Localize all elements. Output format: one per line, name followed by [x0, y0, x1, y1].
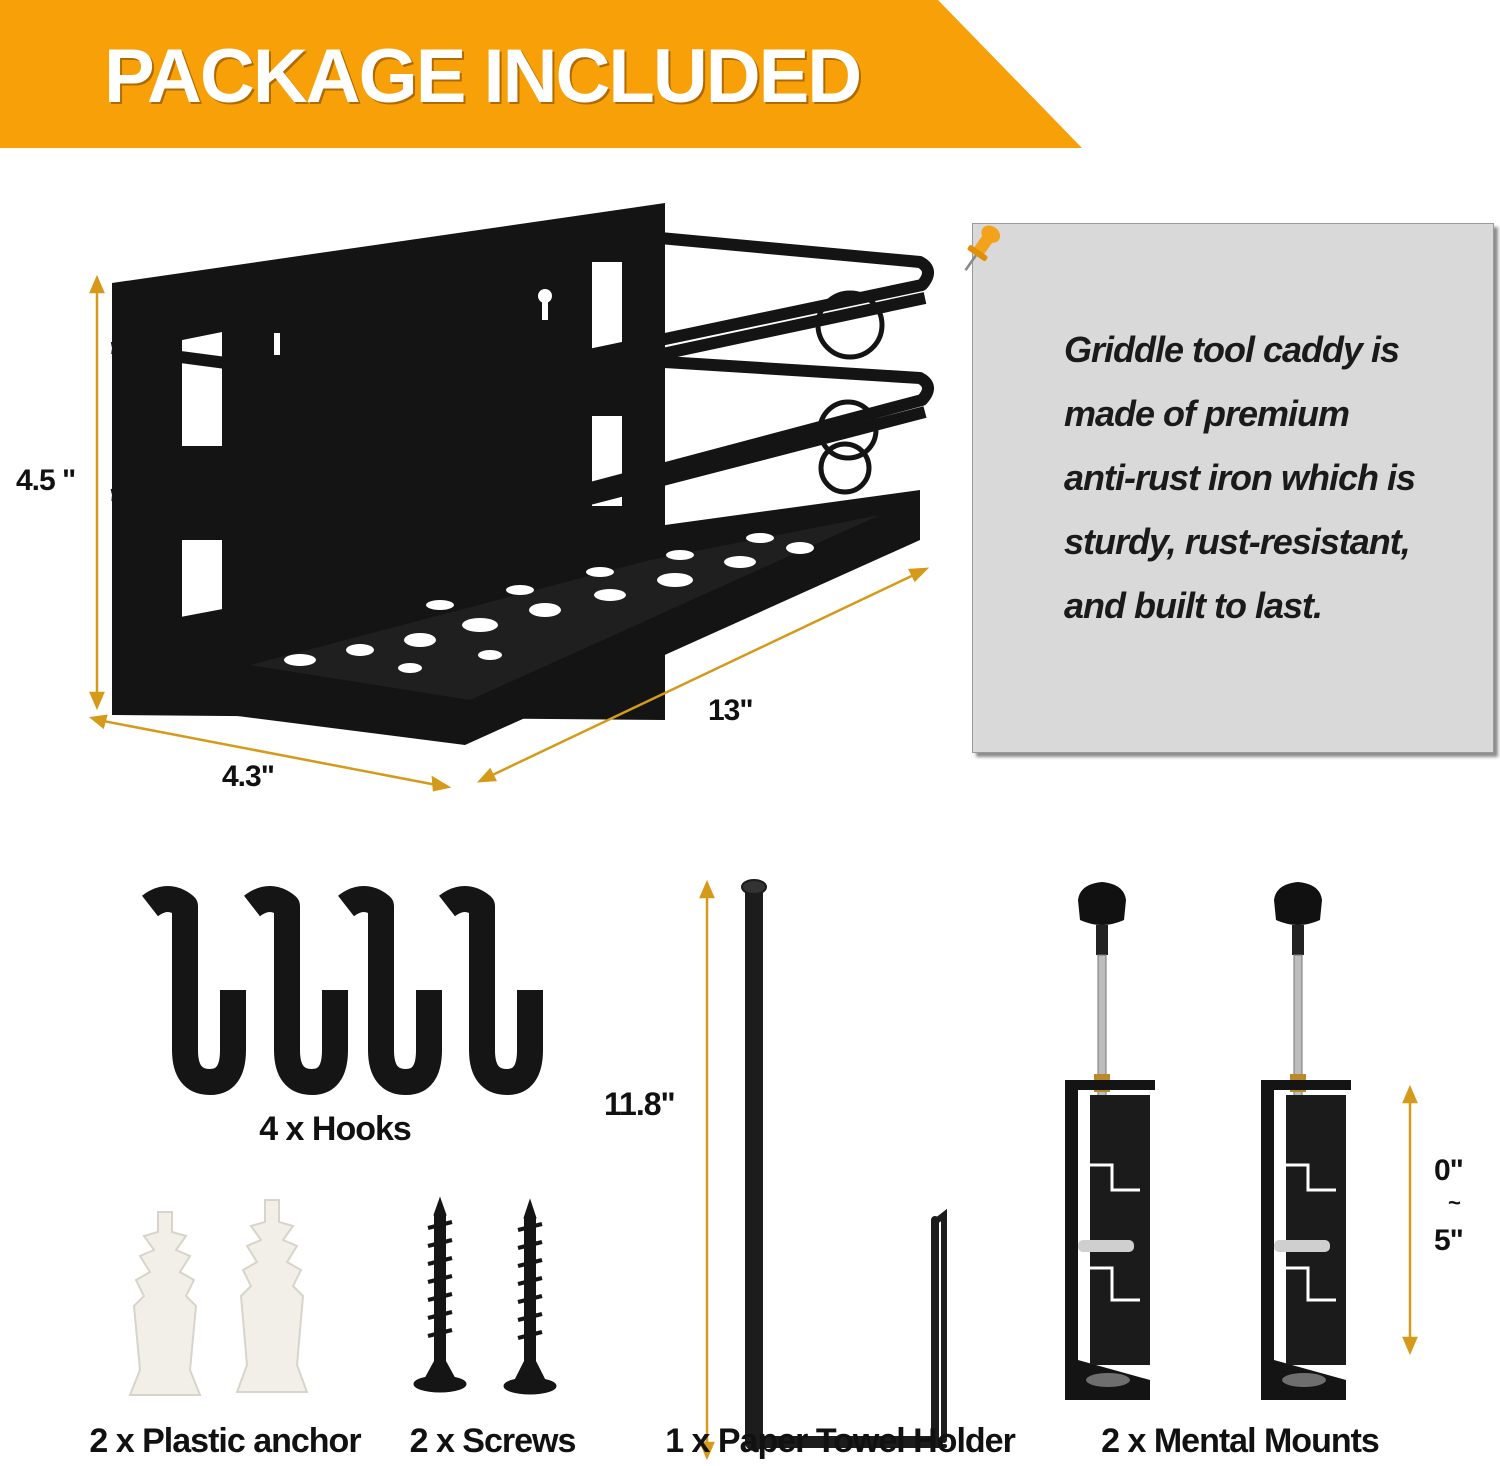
- metal-mounts-image: [1065, 882, 1351, 1400]
- towel-height-label: 11.8": [604, 1086, 676, 1122]
- note-line-4: sturdy, rust-resistant,: [1064, 521, 1411, 562]
- dimension-arrows: [89, 274, 1418, 1461]
- paper-towel-holder-image: [741, 879, 947, 1451]
- towel-holder-caption: 1 x Paper Towel Holder: [665, 1422, 1016, 1460]
- note-line-1: Griddle tool caddy is: [1064, 329, 1400, 370]
- mounts-caption: 2 x Mental Mounts: [1101, 1422, 1380, 1460]
- feature-note-card: [972, 223, 1494, 753]
- height-dimension-label: 4.5 ": [16, 464, 76, 497]
- mount-range-separator: ~: [1448, 1190, 1461, 1215]
- screws-caption: 2 x Screws: [409, 1422, 577, 1460]
- note-line-2: made of premium: [1064, 393, 1350, 434]
- hooks-caption: 4 x Hooks: [259, 1110, 412, 1148]
- mount-range-bottom-label: 5": [1434, 1224, 1464, 1257]
- screws-image: [413, 1196, 557, 1395]
- length-dimension-label: 13": [708, 694, 754, 727]
- depth-dimension-label: 4.3": [222, 760, 275, 793]
- shelf-caddy-image: [110, 203, 934, 745]
- plastic-anchors-image: [128, 1199, 309, 1396]
- banner-title: PACKAGE INCLUDED: [104, 34, 862, 119]
- anchors-caption: 2 x Plastic anchor: [89, 1422, 361, 1460]
- mount-range-top-label: 0": [1434, 1154, 1464, 1187]
- hooks-image: [142, 886, 543, 1095]
- note-line-3: anti-rust iron which is: [1064, 457, 1416, 498]
- note-line-5: and built to last.: [1064, 585, 1323, 626]
